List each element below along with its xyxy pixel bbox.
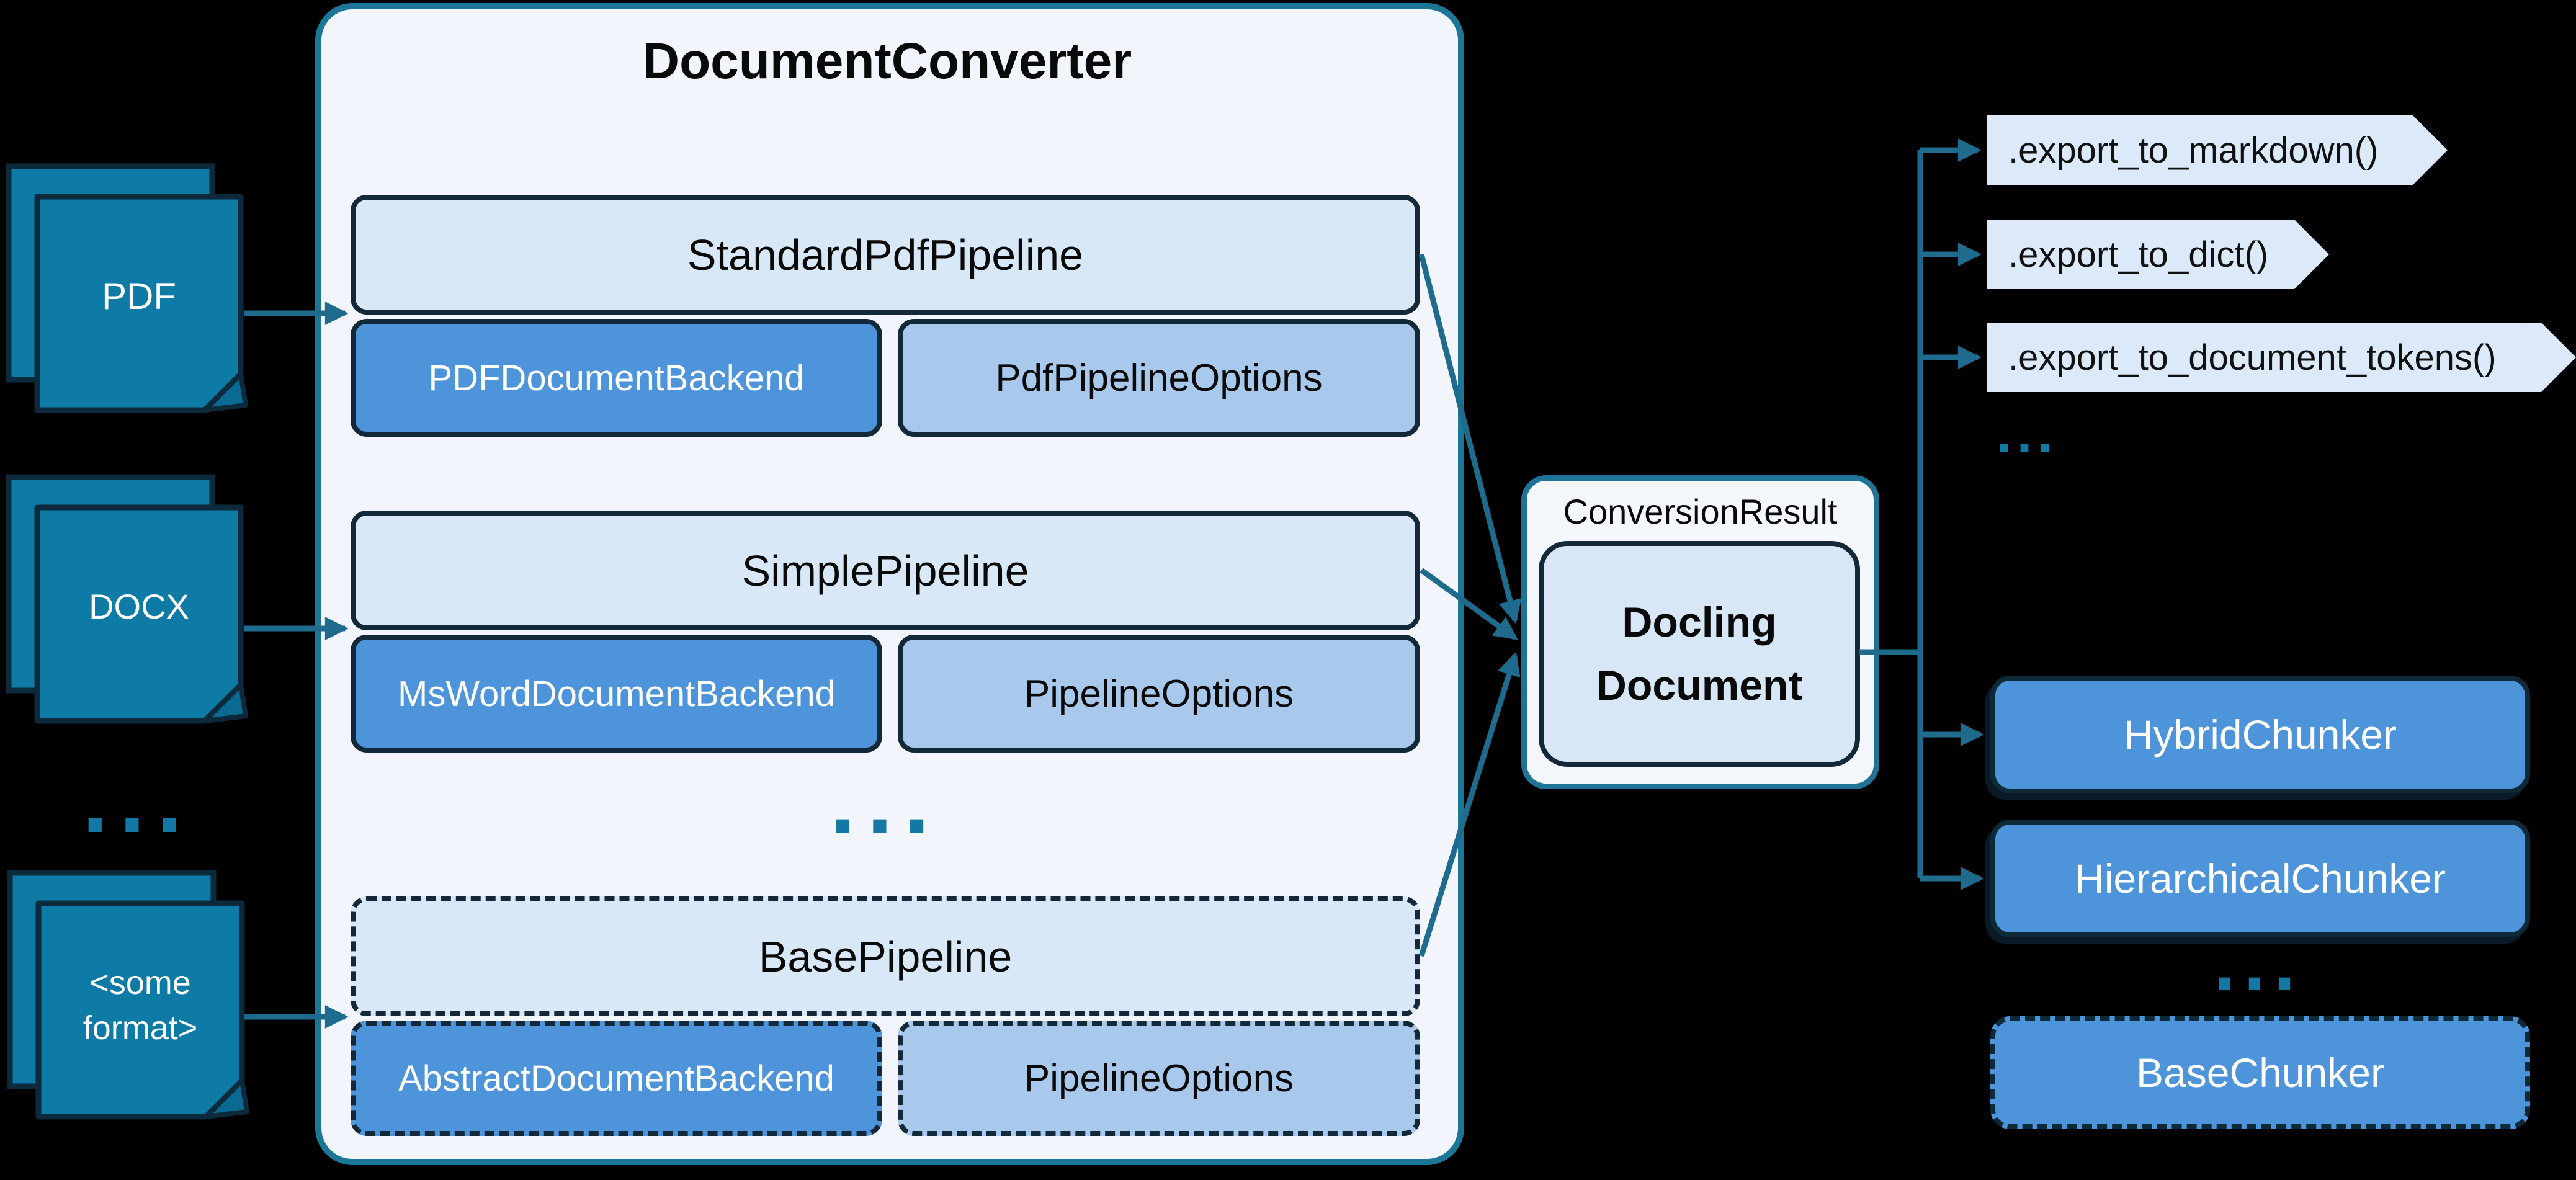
standard-pdf-pipeline-box: StandardPdfPipeline [351, 195, 1420, 315]
some-format-input-label: <some format> [38, 903, 242, 1108]
export-to-markdown-label: .export_to_markdown() [2008, 130, 2379, 171]
base-pipeline-label: BasePipeline [758, 932, 1013, 981]
conversion-result-label: ConversionResult [1563, 492, 1838, 531]
hierarchical-chunker-box: HierarchicalChunker [1990, 820, 2530, 937]
converter-ellipsis: ... [830, 749, 941, 853]
pdf-input-label: PDF [102, 275, 176, 317]
chunkers-ellipsis: ... [2213, 916, 2304, 1007]
simple-pipeline-label: SimplePipeline [741, 546, 1029, 595]
base-pipeline-box: BasePipeline [351, 896, 1420, 1016]
exports-ellipsis: ... [1996, 403, 2058, 465]
some-format-line1: <some [89, 964, 191, 1002]
inputs-ellipsis: ... [82, 748, 194, 852]
standard-pdf-pipeline-label: StandardPdfPipeline [687, 230, 1084, 279]
simple-pipeline-box: SimplePipeline [351, 511, 1420, 630]
base-pipeline-options-box: PipelineOptions [898, 1021, 1420, 1136]
docling-document-line1: Docling [1622, 599, 1777, 646]
export-to-dict-tag: .export_to_dict() [1987, 220, 2329, 289]
msword-document-backend-box: MsWordDocumentBackend [351, 635, 882, 753]
export-to-dict-label: .export_to_dict() [2008, 234, 2269, 275]
export-to-markdown-tag: .export_to_markdown() [1987, 115, 2448, 185]
pdf-pipeline-options-label: PdfPipelineOptions [995, 356, 1323, 400]
pdf-document-backend-label: PDFDocumentBackend [428, 357, 805, 398]
base-chunker-label: BaseChunker [2136, 1050, 2384, 1096]
base-chunker-box: BaseChunker [1990, 1016, 2530, 1129]
msword-document-backend-label: MsWordDocumentBackend [398, 673, 835, 714]
pipeline-options-label: PipelineOptions [1024, 672, 1294, 715]
docx-input-label: DOCX [89, 587, 189, 627]
pdf-document-backend-box: PDFDocumentBackend [351, 319, 882, 437]
export-to-document-tokens-label: .export_to_document_tokens() [2008, 337, 2497, 378]
export-to-document-tokens-tag: .export_to_document_tokens() [1987, 323, 2576, 392]
docling-document-box: Docling Document [1539, 541, 1860, 767]
document-converter-title: DocumentConverter [642, 33, 1132, 89]
docling-document-line2: Document [1596, 662, 1803, 709]
abstract-document-backend-box: AbstractDocumentBackend [351, 1021, 882, 1136]
hybrid-chunker-box: HybridChunker [1990, 676, 2530, 793]
hierarchical-chunker-label: HierarchicalChunker [2075, 856, 2446, 901]
base-pipeline-options-label: PipelineOptions [1024, 1057, 1294, 1100]
pipeline-options-box: PipelineOptions [898, 635, 1420, 753]
abstract-document-backend-label: AbstractDocumentBackend [398, 1058, 834, 1099]
some-format-line2: format> [83, 1009, 198, 1047]
pdf-pipeline-options-box: PdfPipelineOptions [898, 319, 1420, 437]
hybrid-chunker-label: HybridChunker [2123, 712, 2397, 758]
